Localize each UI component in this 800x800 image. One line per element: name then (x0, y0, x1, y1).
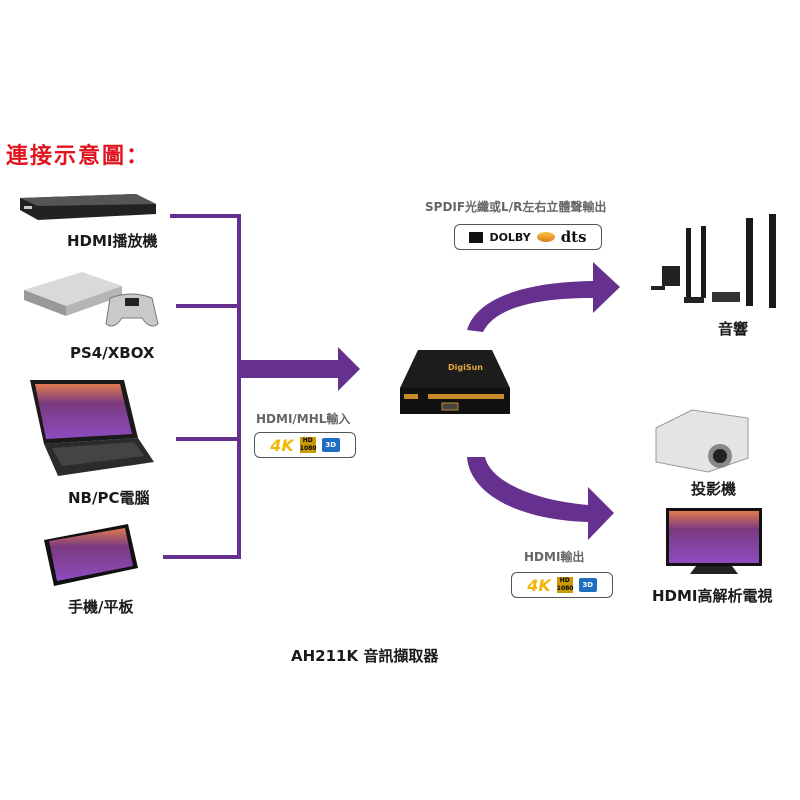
badge-3d-icon: 3D (578, 578, 597, 592)
blu-ray-player-icon (20, 194, 156, 220)
badge-4k-icon: 4K (527, 575, 551, 595)
source-label-console: PS4/XBOX (70, 344, 155, 362)
target-label-tv: HDMI高解析電視 (652, 587, 773, 605)
input-arrow (240, 347, 360, 391)
projector-icon (655, 409, 749, 473)
source-tablet (40, 522, 140, 588)
extractor-device: DigiSun (396, 348, 516, 420)
audio-output-arrow (467, 262, 620, 332)
source-label-tablet: 手機/平板 (68, 598, 134, 616)
diagram-heading: 連接示意圖： (6, 144, 151, 169)
target-tv (666, 506, 764, 580)
audio-extractor-icon: DigiSun (400, 350, 510, 414)
audio-badges: DOLBY dts (454, 224, 602, 250)
target-speakers (648, 200, 788, 312)
device-caption: AH211K 音訊擷取器 (291, 647, 439, 665)
tv-icon (666, 508, 762, 574)
game-console-icon (24, 272, 159, 327)
source-label-laptop: NB/PC電腦 (68, 489, 150, 507)
target-label-speakers: 音響 (718, 320, 749, 338)
source-game-console (22, 268, 162, 338)
video-output-label: HDMI輸出 (524, 550, 585, 564)
badge-4k-icon: 4K (270, 435, 294, 455)
badge-3d-icon: 3D (321, 438, 340, 452)
audio-output-label: SPDIF光纖或L/R左右立體聲輸出 (425, 200, 607, 214)
input-label: HDMI/MHL輸入 (256, 412, 351, 426)
target-projector (652, 402, 752, 474)
device-brand: DigiSun (448, 363, 483, 372)
source-bluray-player (18, 190, 158, 226)
video-output-arrow (467, 457, 614, 540)
source-laptop (28, 378, 156, 482)
dolby-logo-icon (469, 231, 484, 243)
dts-swoosh-icon (536, 232, 555, 242)
laptop-icon (30, 380, 154, 476)
source-label-bluray: HDMI播放機 (67, 232, 158, 250)
target-label-projector: 投影機 (691, 480, 737, 498)
tablet-icon (44, 524, 138, 586)
speakers-icon (651, 214, 776, 308)
dolby-label: DOLBY (489, 230, 531, 244)
dts-label: dts (560, 228, 587, 246)
